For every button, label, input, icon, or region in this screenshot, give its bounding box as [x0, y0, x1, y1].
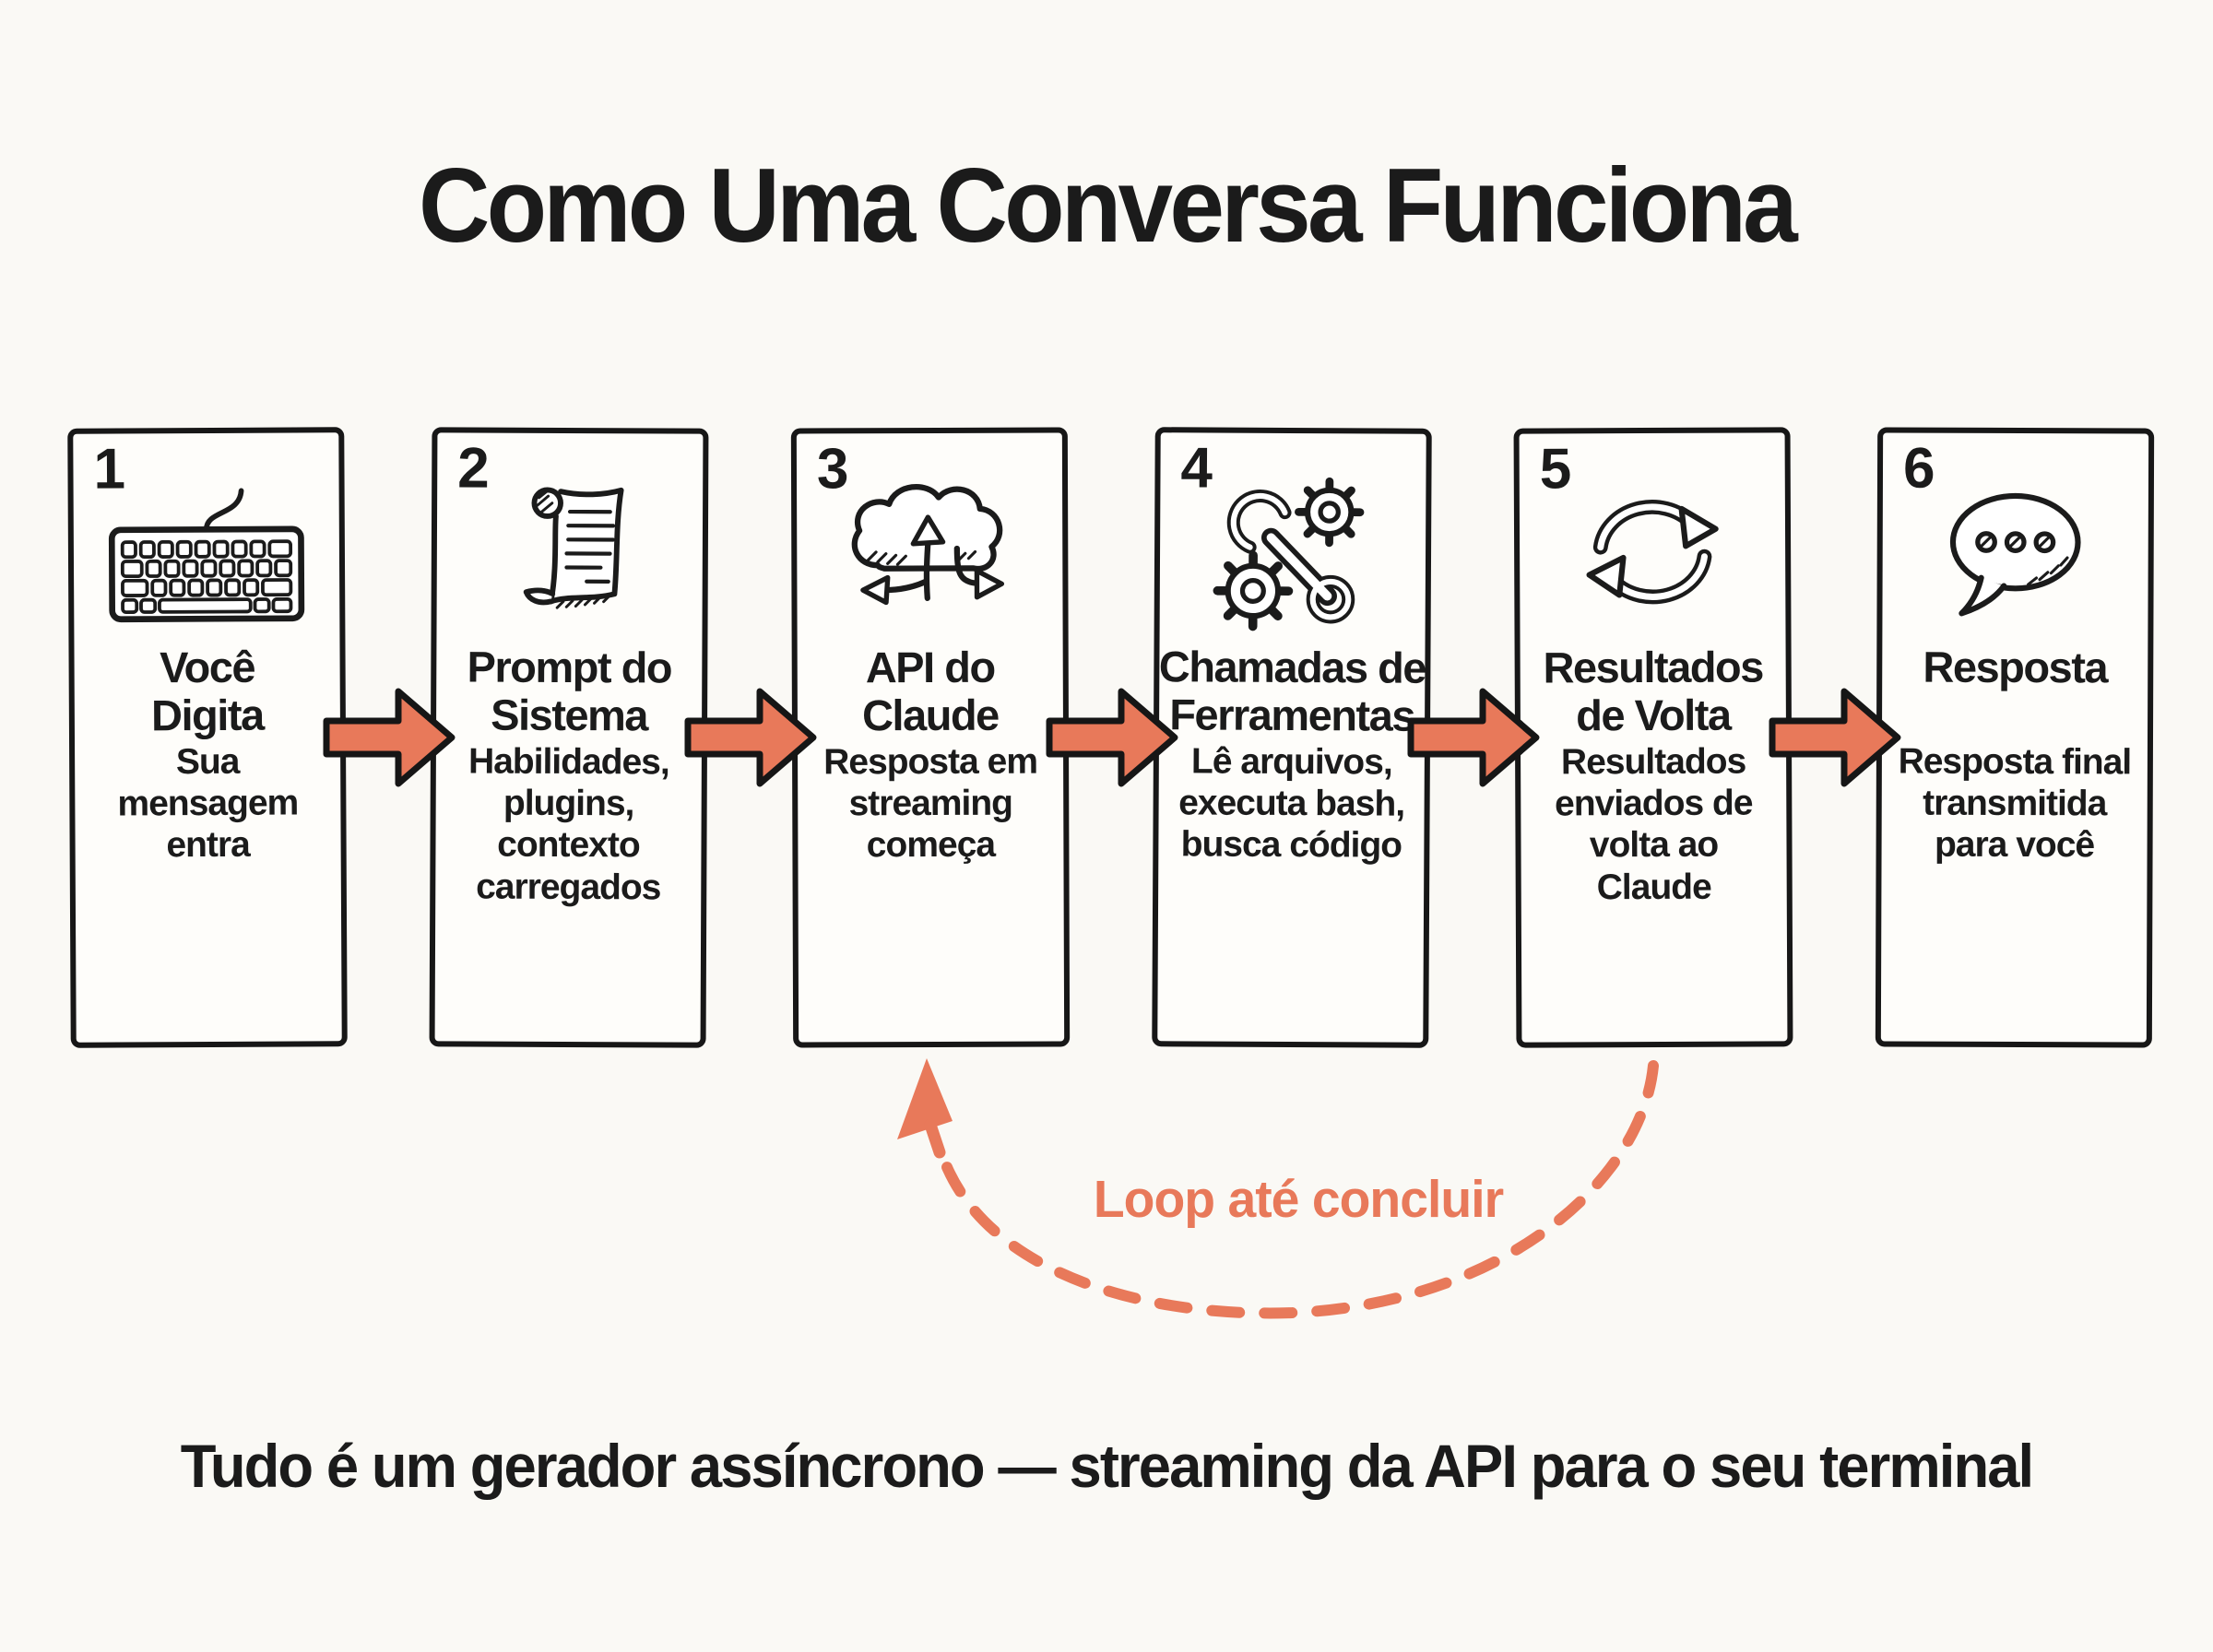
step-title: Você Digita	[150, 642, 264, 740]
step-card-4: 4 Chamadas de Ferramenta	[1152, 427, 1432, 1048]
step-subtitle: Resposta em streaming começa	[823, 741, 1038, 866]
page-title: Como Uma Conversa Funciona	[418, 148, 1798, 265]
step-card-2: 2 Prompt do Sistema Habilidades, plugins…	[429, 427, 709, 1048]
loop-arrow	[897, 1058, 1659, 1319]
step-title: Resposta	[1923, 642, 2108, 692]
flow-arrow-2-3	[684, 688, 817, 787]
flow-arrow-1-2	[323, 688, 456, 787]
step-title: API do Claude	[861, 642, 999, 739]
step-subtitle: Sua mensagem entra	[117, 741, 299, 866]
step-title: Prompt do Sistema	[467, 642, 672, 740]
keyboard-icon	[73, 460, 339, 646]
step-card-1: 1 Você Digita Sua mensagem entra	[67, 427, 348, 1048]
speech-bubble-icon	[1882, 460, 2148, 645]
step-subtitle: Resultados enviados de volta ao Claude	[1555, 741, 1753, 907]
flow-arrow-3-4	[1046, 688, 1178, 787]
scroll-icon	[436, 460, 703, 645]
step-card-6: 6 Resposta Resposta final transmitida pa…	[1875, 427, 2155, 1048]
loop-label: Loop até concluir	[1093, 1170, 1504, 1229]
flow-arrow-5-6	[1769, 688, 1901, 787]
step-title: Resultados de Volta	[1543, 642, 1763, 740]
step-subtitle: Lê arquivos, executa bash, busca código	[1178, 741, 1405, 867]
tools-icon	[1160, 460, 1426, 646]
step-title: Chamadas de Ferramentas	[1158, 642, 1426, 740]
step-card-3: 3 API do Claude Resposta em streaming co…	[790, 427, 1071, 1048]
cloud-arrows-icon	[797, 460, 1063, 645]
step-subtitle: Habilidades, plugins, contexto carregado…	[467, 741, 669, 908]
step-card-5: 5 Resultados de Volta Resultados enviado…	[1513, 427, 1793, 1048]
step-subtitle: Resposta final transmitida para você	[1898, 741, 2132, 866]
flow-arrow-4-5	[1407, 688, 1540, 787]
sync-arrows-icon	[1520, 460, 1786, 645]
footer-caption: Tudo é um gerador assíncrono — streaming…	[180, 1432, 2034, 1500]
